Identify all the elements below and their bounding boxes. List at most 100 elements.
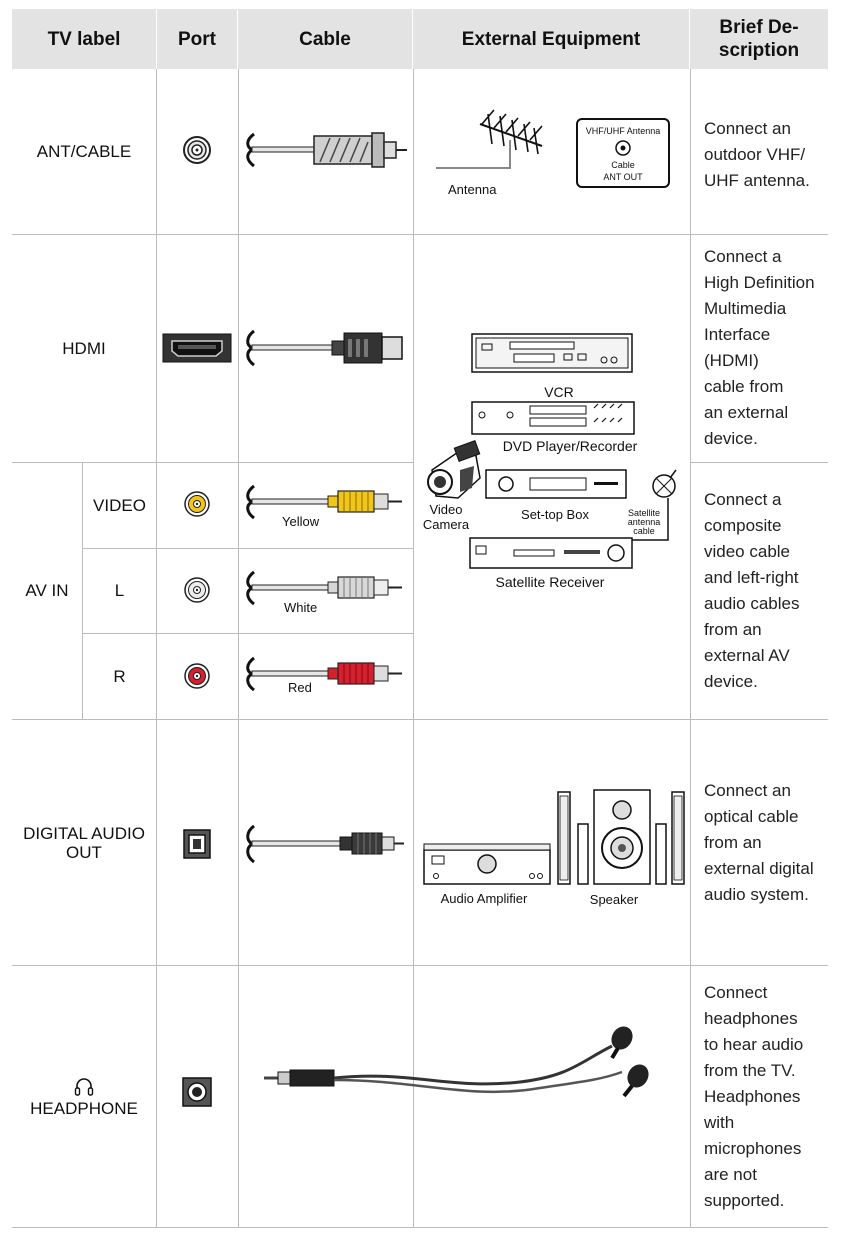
description-line: external digital <box>704 859 814 878</box>
description-ant-cable: Connect an outdoor VHF/ UHF antenna. <box>704 116 828 194</box>
set-top-box-icon <box>485 469 627 499</box>
antenna-label: Antenna <box>448 182 497 197</box>
av-equipment-illustration: VCR DVD Player/Recorder Video Camera Set… <box>423 333 677 590</box>
audio-equipment-illustration: Audio Amplifier Speaker <box>423 789 685 907</box>
description-line: headphones <box>704 1009 798 1028</box>
description-line: an external <box>704 403 789 422</box>
coax-cable-icon <box>246 132 407 168</box>
grid-line <box>12 965 828 966</box>
header-tv-label: TV label <box>12 9 156 69</box>
label-digital-audio-out: DIGITAL AUDIO OUT <box>12 720 156 965</box>
grid-line <box>156 69 157 1227</box>
description-line: Interface <box>704 325 771 344</box>
description-headphone: Connect headphones to hear audio from th… <box>704 980 828 1214</box>
satellite-cable-label-line3: cable <box>633 526 655 536</box>
header-tv-label-text: TV label <box>47 28 121 50</box>
video-camera-label-line2: Camera <box>423 517 470 532</box>
grid-line <box>82 548 413 549</box>
header-external-equipment: External Equipment <box>413 9 689 69</box>
description-line: audio system. <box>704 885 809 904</box>
grid-line <box>690 69 691 1227</box>
grid-line <box>413 69 414 1227</box>
wall-plate-icon: VHF/UHF Antenna Cable ANT OUT <box>576 118 670 188</box>
audio-cable-red-icon: Red <box>246 656 402 695</box>
header-port-text: Port <box>178 28 216 50</box>
label-ant-cable: ANT/CABLE <box>12 70 156 234</box>
cable-yellow-label: Yellow <box>282 514 320 529</box>
description-line: audio cables <box>704 594 800 613</box>
label-audio-r: R <box>83 634 156 719</box>
label-ant-cable-text: ANT/CABLE <box>36 142 132 161</box>
audio-amplifier-label: Audio Amplifier <box>441 891 528 906</box>
headphone-jack-port-icon <box>182 1077 212 1107</box>
optical-cable-icon <box>246 824 404 864</box>
video-camera-label-line1: Video <box>429 502 462 517</box>
label-audio-l-text: L <box>114 581 125 600</box>
description-line: Headphones <box>704 1087 801 1106</box>
grid-line <box>82 462 83 719</box>
label-hdmi: HDMI <box>12 235 156 462</box>
description-line: High Definition <box>704 273 815 292</box>
cable-white-label: White <box>284 600 317 615</box>
grid-line <box>690 462 828 463</box>
label-audio-l: L <box>83 549 156 633</box>
description-line: UHF antenna. <box>704 171 810 190</box>
description-hdmi: Connect a High Definition Multimedia Int… <box>704 244 828 452</box>
label-digital-audio-line2: OUT <box>66 842 102 862</box>
description-av-in: Connect a composite video cable and left… <box>704 487 828 695</box>
optical-port-icon <box>183 829 211 859</box>
header-external-equipment-text: External Equipment <box>461 28 641 50</box>
description-line: Connect <box>704 983 768 1002</box>
grid-line <box>12 234 828 235</box>
description-line: cable from <box>704 377 784 396</box>
description-line: outdoor VHF/ <box>704 145 806 164</box>
grid-line <box>82 633 413 634</box>
audio-port-red-icon <box>184 663 210 689</box>
wall-plate-line1: VHF/UHF Antenna <box>586 126 661 136</box>
description-line: optical cable <box>704 807 799 826</box>
header-port: Port <box>157 9 237 69</box>
vcr-icon <box>471 333 633 373</box>
satellite-receiver-label: Satellite Receiver <box>496 574 605 590</box>
description-line: video cable <box>704 542 791 561</box>
description-digital-audio: Connect an optical cable from an externa… <box>704 778 828 908</box>
satellite-receiver-icon <box>469 537 633 569</box>
description-line: from the TV. <box>704 1061 796 1080</box>
cable-red-label: Red <box>288 680 312 695</box>
description-line: with <box>704 1113 735 1132</box>
coax-port-icon <box>183 136 211 164</box>
description-line: Connect a <box>704 247 782 266</box>
description-line: composite <box>704 516 782 535</box>
description-line: external AV <box>704 646 790 665</box>
grid-line <box>238 69 239 1227</box>
header-brief-description-text: Brief De- scription <box>718 17 800 61</box>
header-cable-text: Cable <box>299 28 351 50</box>
set-top-box-label: Set-top Box <box>521 507 589 522</box>
video-cable-yellow-icon: Yellow <box>246 484 402 529</box>
description-line: Connect an <box>704 119 791 138</box>
description-line: microphones <box>704 1139 802 1158</box>
video-port-yellow-icon <box>184 491 210 517</box>
grid-line <box>12 462 413 463</box>
antenna-icon: Antenna <box>436 109 543 197</box>
grid-line <box>12 1227 828 1228</box>
speaker-label: Speaker <box>590 892 639 907</box>
dvd-player-icon <box>471 401 635 435</box>
dvd-label: DVD Player/Recorder <box>503 438 638 454</box>
description-line: from an <box>704 833 762 852</box>
headphone-icon <box>74 1077 94 1096</box>
description-line: Connect an <box>704 781 791 800</box>
hdmi-port-icon <box>162 333 232 363</box>
description-line: from an <box>704 620 762 639</box>
satellite-cable-label-line1: Satellite <box>628 508 660 518</box>
label-video: VIDEO <box>83 463 156 548</box>
label-headphone-text: HEADPHONE <box>30 1098 138 1118</box>
grid-line <box>12 719 828 720</box>
audio-amplifier-icon <box>423 843 551 885</box>
wall-plate-line3: ANT OUT <box>603 172 643 182</box>
header-brief-description: Brief De- scription <box>690 9 828 69</box>
satellite-cable-label-line2: antenna <box>628 517 661 527</box>
label-headphone: HEADPHONE <box>12 966 156 1227</box>
description-line: (HDMI) <box>704 351 759 370</box>
vcr-label: VCR <box>544 384 574 400</box>
